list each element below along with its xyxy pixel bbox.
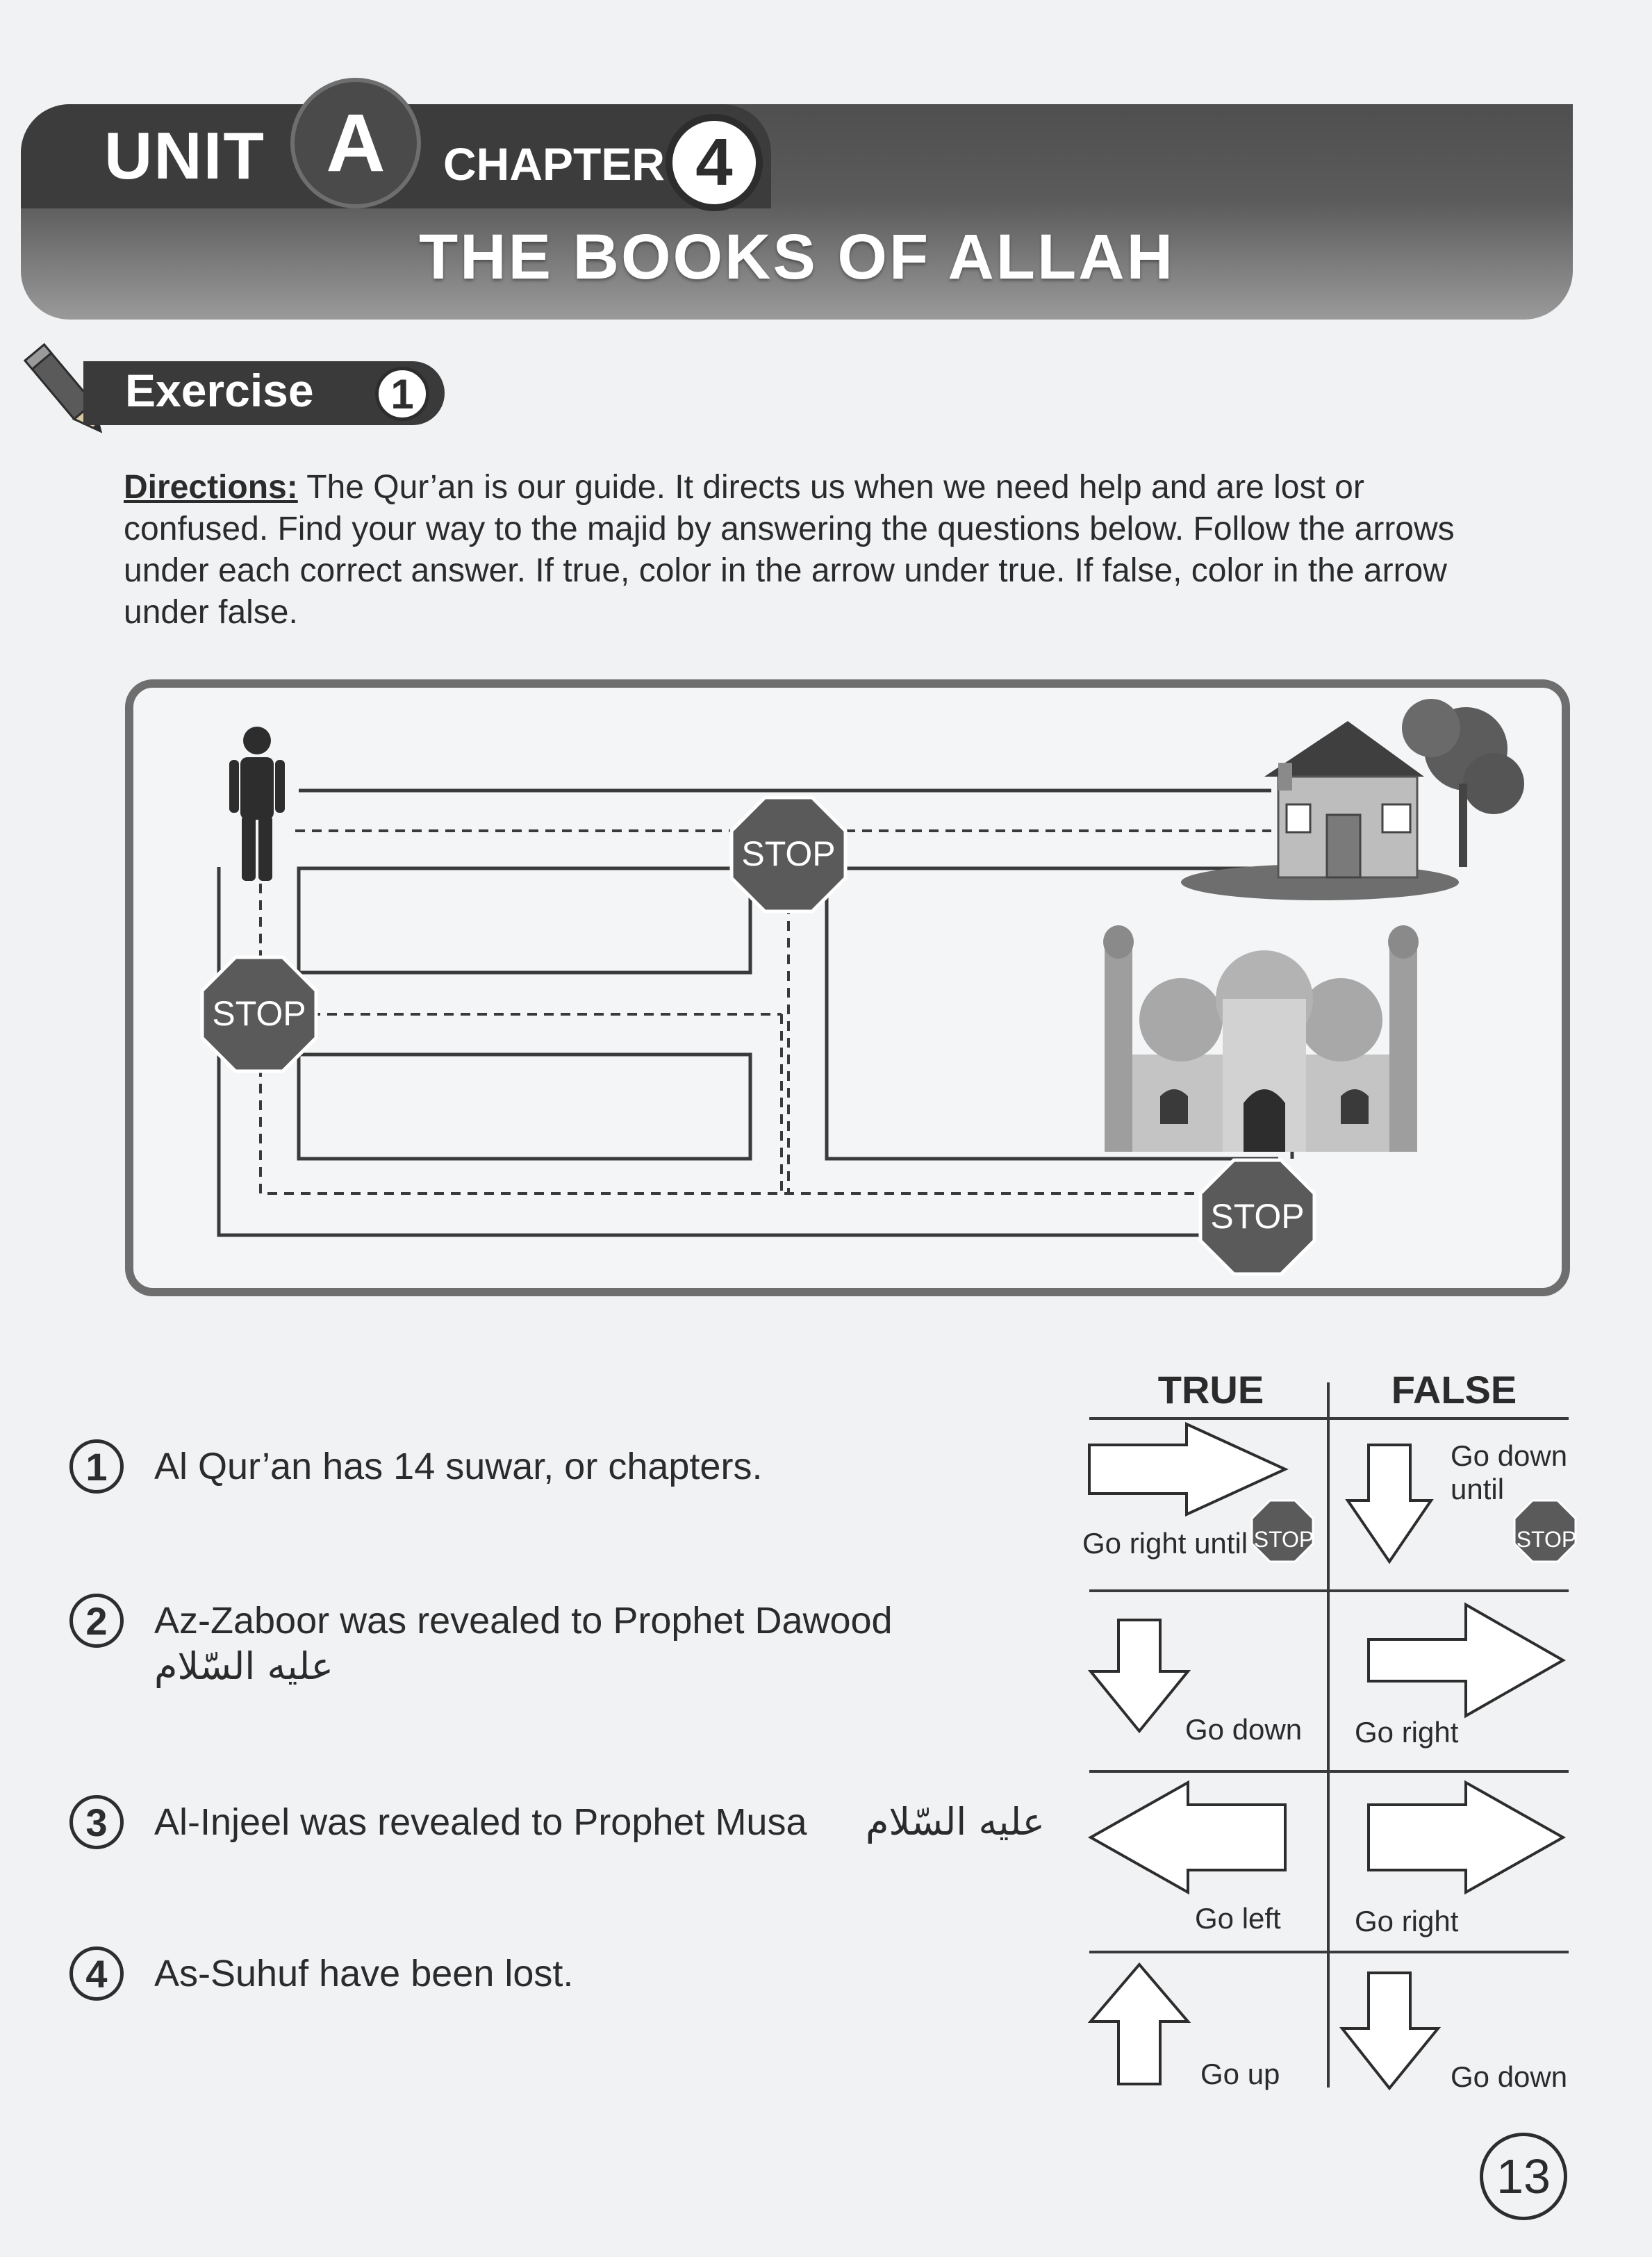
directions-paragraph: Directions: The Qur’an is our guide. It …: [124, 467, 1499, 634]
stop-label-bottom: STOP: [1210, 1197, 1305, 1236]
question-2-number: 2: [69, 1594, 124, 1648]
page-title: THE BOOKS OF ALLAH: [418, 222, 1175, 292]
unit-letter-badge: A: [290, 78, 421, 208]
row3-true-left-arrow[interactable]: [1087, 1780, 1287, 1895]
row3-false-right-arrow[interactable]: [1367, 1780, 1567, 1895]
chapter-number-badge: 4: [666, 114, 763, 211]
row1-false-stop-label: STOP: [1516, 1527, 1577, 1552]
page-number: 13: [1480, 2133, 1567, 2220]
true-column-header: TRUE: [1157, 1368, 1264, 1412]
row1-true-direction: Go right until: [1082, 1527, 1248, 1560]
row1-false-down-arrow[interactable]: [1345, 1444, 1434, 1564]
exercise-number-badge: 1: [375, 367, 429, 421]
row3-true-direction: Go left: [1195, 1902, 1281, 1935]
mosque-icon: [1103, 925, 1419, 1152]
directions-text: The Qur’an is our guide. It directs us w…: [124, 469, 1455, 631]
row4-true-direction: Go up: [1200, 2058, 1280, 2090]
row3-false-direction: Go right: [1355, 1905, 1459, 1937]
stop-label-left: STOP: [212, 994, 306, 1033]
question-2-text: Az-Zaboor was revealed to Prophet Dawood: [154, 1600, 893, 1642]
exercise-label: Exercise: [125, 365, 314, 416]
unit-label: UNIT: [104, 119, 265, 193]
stop-sign-left: [200, 955, 318, 1073]
row1-false-direction-line1: Go down: [1451, 1439, 1568, 1472]
row1-true-right-arrow[interactable]: [1088, 1421, 1289, 1517]
row2-true-down-arrow[interactable]: [1087, 1619, 1191, 1734]
directions-label: Directions:: [124, 469, 298, 506]
question-4-text: As-Suhuf have been lost.: [154, 1953, 574, 1994]
row2-false-direction: Go right: [1355, 1716, 1459, 1748]
stop-sign-top: [729, 795, 848, 913]
maze-diagram: [200, 699, 1524, 1276]
row1-true-stop-icon: [1250, 1499, 1314, 1563]
row2-false-right-arrow[interactable]: [1367, 1602, 1567, 1719]
question-3-text: Al-Injeel was revealed to Prophet Musa: [154, 1801, 807, 1843]
false-column-header: FALSE: [1391, 1368, 1517, 1412]
chapter-label: CHAPTER: [443, 138, 666, 190]
person-icon: [229, 727, 285, 881]
house-icon: [1181, 699, 1524, 900]
question-1-number: 1: [69, 1439, 124, 1494]
question-1-text: Al Qur’an has 14 suwar, or chapters.: [154, 1446, 763, 1487]
question-3-arabic: عليه السّلام: [866, 1800, 1045, 1844]
row4-true-up-arrow[interactable]: [1087, 1962, 1191, 2085]
row2-true-direction: Go down: [1185, 1713, 1303, 1746]
row1-false-direction-line2: until: [1451, 1473, 1505, 1505]
stop-label-top: STOP: [741, 834, 836, 873]
row4-false-down-arrow[interactable]: [1339, 1971, 1442, 2091]
question-4-number: 4: [69, 1946, 124, 2001]
row1-true-stop-label: STOP: [1253, 1527, 1314, 1552]
stop-sign-bottom: [1198, 1158, 1316, 1276]
true-false-grid: [1087, 1382, 1577, 2091]
row1-false-stop-icon: [1513, 1499, 1577, 1563]
question-3-number: 3: [69, 1795, 124, 1849]
row4-false-direction: Go down: [1451, 2060, 1568, 2093]
question-2-arabic: عليه السّلام: [154, 1644, 333, 1688]
